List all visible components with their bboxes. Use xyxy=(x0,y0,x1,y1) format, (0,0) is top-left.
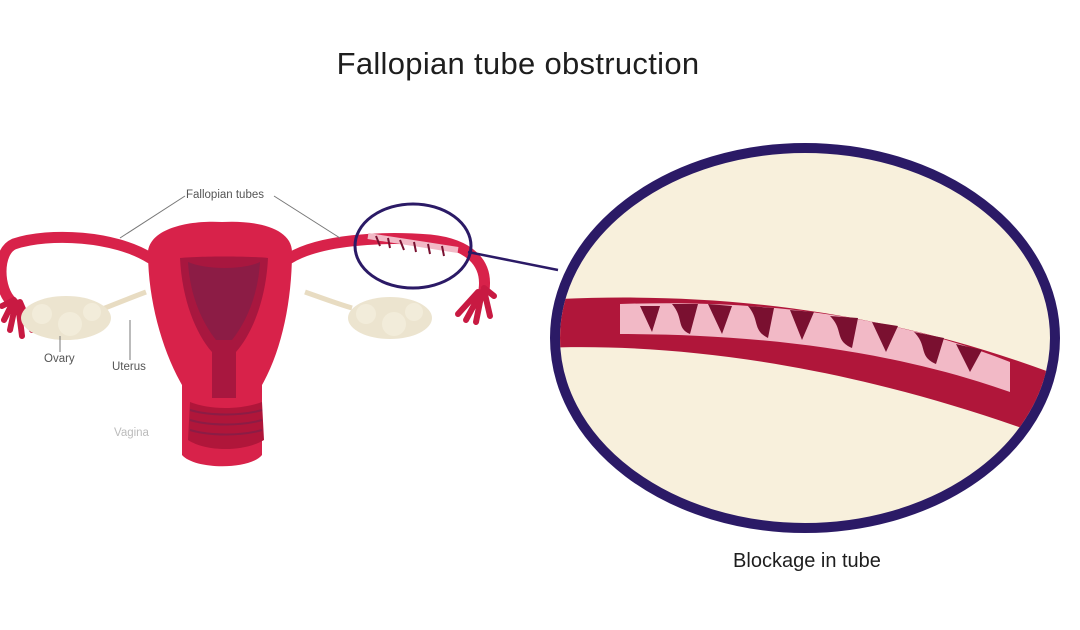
left-ovary xyxy=(21,296,111,340)
uterus xyxy=(148,221,292,467)
blockage-tissue xyxy=(640,304,982,372)
right-ovary xyxy=(348,297,432,339)
magnifier-connector xyxy=(467,250,559,272)
highlight-circle xyxy=(353,202,473,290)
right-fallopian-tube xyxy=(284,233,497,325)
label-uterus: Uterus xyxy=(112,361,146,373)
label-ovary: Ovary xyxy=(44,353,75,365)
leader-lines xyxy=(59,195,341,360)
diagram-title: Fallopian tube obstruction xyxy=(336,46,700,81)
label-fallopian-tubes: Fallopian tubes xyxy=(186,189,264,201)
magnified-caption: Blockage in tube xyxy=(733,550,881,572)
magnified-view xyxy=(550,143,1060,533)
label-vagina: Vagina xyxy=(114,427,149,439)
tube-lumen xyxy=(620,303,1010,392)
